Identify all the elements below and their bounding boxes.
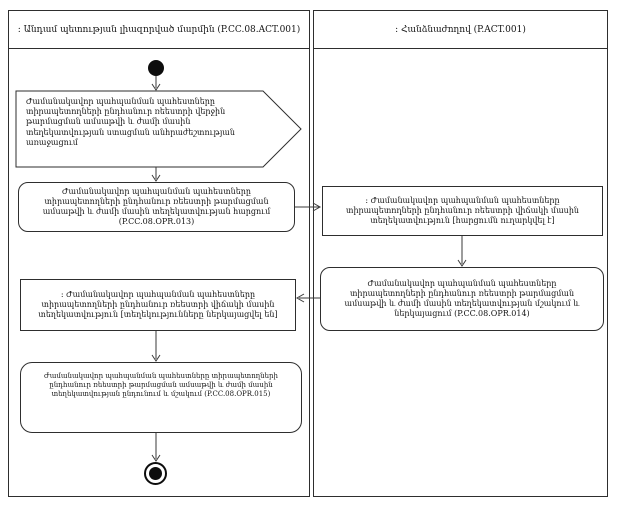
action-opr015-label: Ժամանակավոր պահպանման պահեստները տիրապետ… <box>44 372 278 398</box>
activity-final-node <box>144 462 167 485</box>
send-signal-action-label: Ժամանակավոր պահպանման պահեստները տիրապետ… <box>26 97 235 147</box>
activity-final-node-dot <box>149 467 162 480</box>
send-signal-action: Ժամանակավոր պահպանման պահեստները տիրապետ… <box>26 97 252 148</box>
initial-node <box>148 60 164 76</box>
swimlane-commission-title: : Հանձնաժողով (P.ACT.001) <box>314 11 607 49</box>
object-node-info-presented: : Ժամանակավոր պահպանման պահեստները տիրապ… <box>20 279 296 331</box>
object-node-request-sent: : Ժամանակավոր պահպանման պահեստները տիրապ… <box>322 186 603 236</box>
action-opr014: Ժամանակավոր պահպանման պահեստները տիրապետ… <box>320 267 604 331</box>
object-node-info-presented-label: : Ժամանակավոր պահպանման պահեստները տիրապ… <box>38 289 278 320</box>
action-opr014-label: Ժամանակավոր պահպանման պահեստները տիրապետ… <box>344 278 580 319</box>
swimlane-authority-title: : Անդամ պետության լիազորված մարմին (P.CC… <box>9 11 309 49</box>
action-opr015: Ժամանակավոր պահպանման պահեստները տիրապետ… <box>20 362 302 433</box>
action-opr013-label: Ժամանակավոր պահպանման պահեստները տիրապետ… <box>42 186 271 227</box>
swimlane-commission: : Հանձնաժողով (P.ACT.001) <box>313 10 608 497</box>
object-node-request-sent-label: : Ժամանակավոր պահպանման պահեստները տիրապ… <box>346 195 579 226</box>
action-opr013: Ժամանակավոր պահպանման պահեստները տիրապետ… <box>18 182 295 232</box>
